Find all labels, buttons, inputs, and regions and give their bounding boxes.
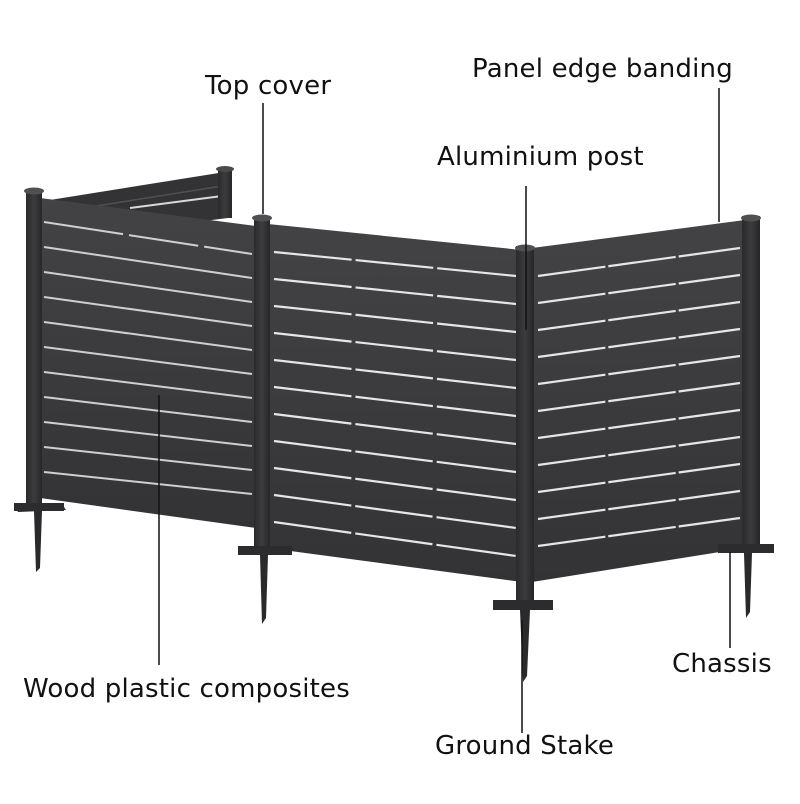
label-aluminium-post: Aluminium post — [437, 142, 644, 172]
right-panel-slat-gaps — [537, 246, 741, 548]
post-4 — [718, 214, 774, 618]
label-top-cover: Top cover — [205, 71, 332, 101]
label-panel-edge-banding: Panel edge banding — [472, 54, 733, 84]
left-panel-slat-gaps — [43, 221, 253, 495]
leader-lines — [158, 88, 731, 733]
post-1 — [14, 187, 66, 572]
label-ground-stake: Ground Stake — [435, 731, 615, 761]
left-panel — [40, 198, 256, 528]
label-wood-plastic-composites: Wood plastic composites — [23, 674, 350, 704]
label-chassis: Chassis — [672, 649, 772, 679]
middle-panel — [268, 224, 522, 582]
right-panel — [532, 220, 745, 582]
post-2 — [238, 214, 292, 624]
middle-panel-slat-gaps — [273, 250, 517, 558]
